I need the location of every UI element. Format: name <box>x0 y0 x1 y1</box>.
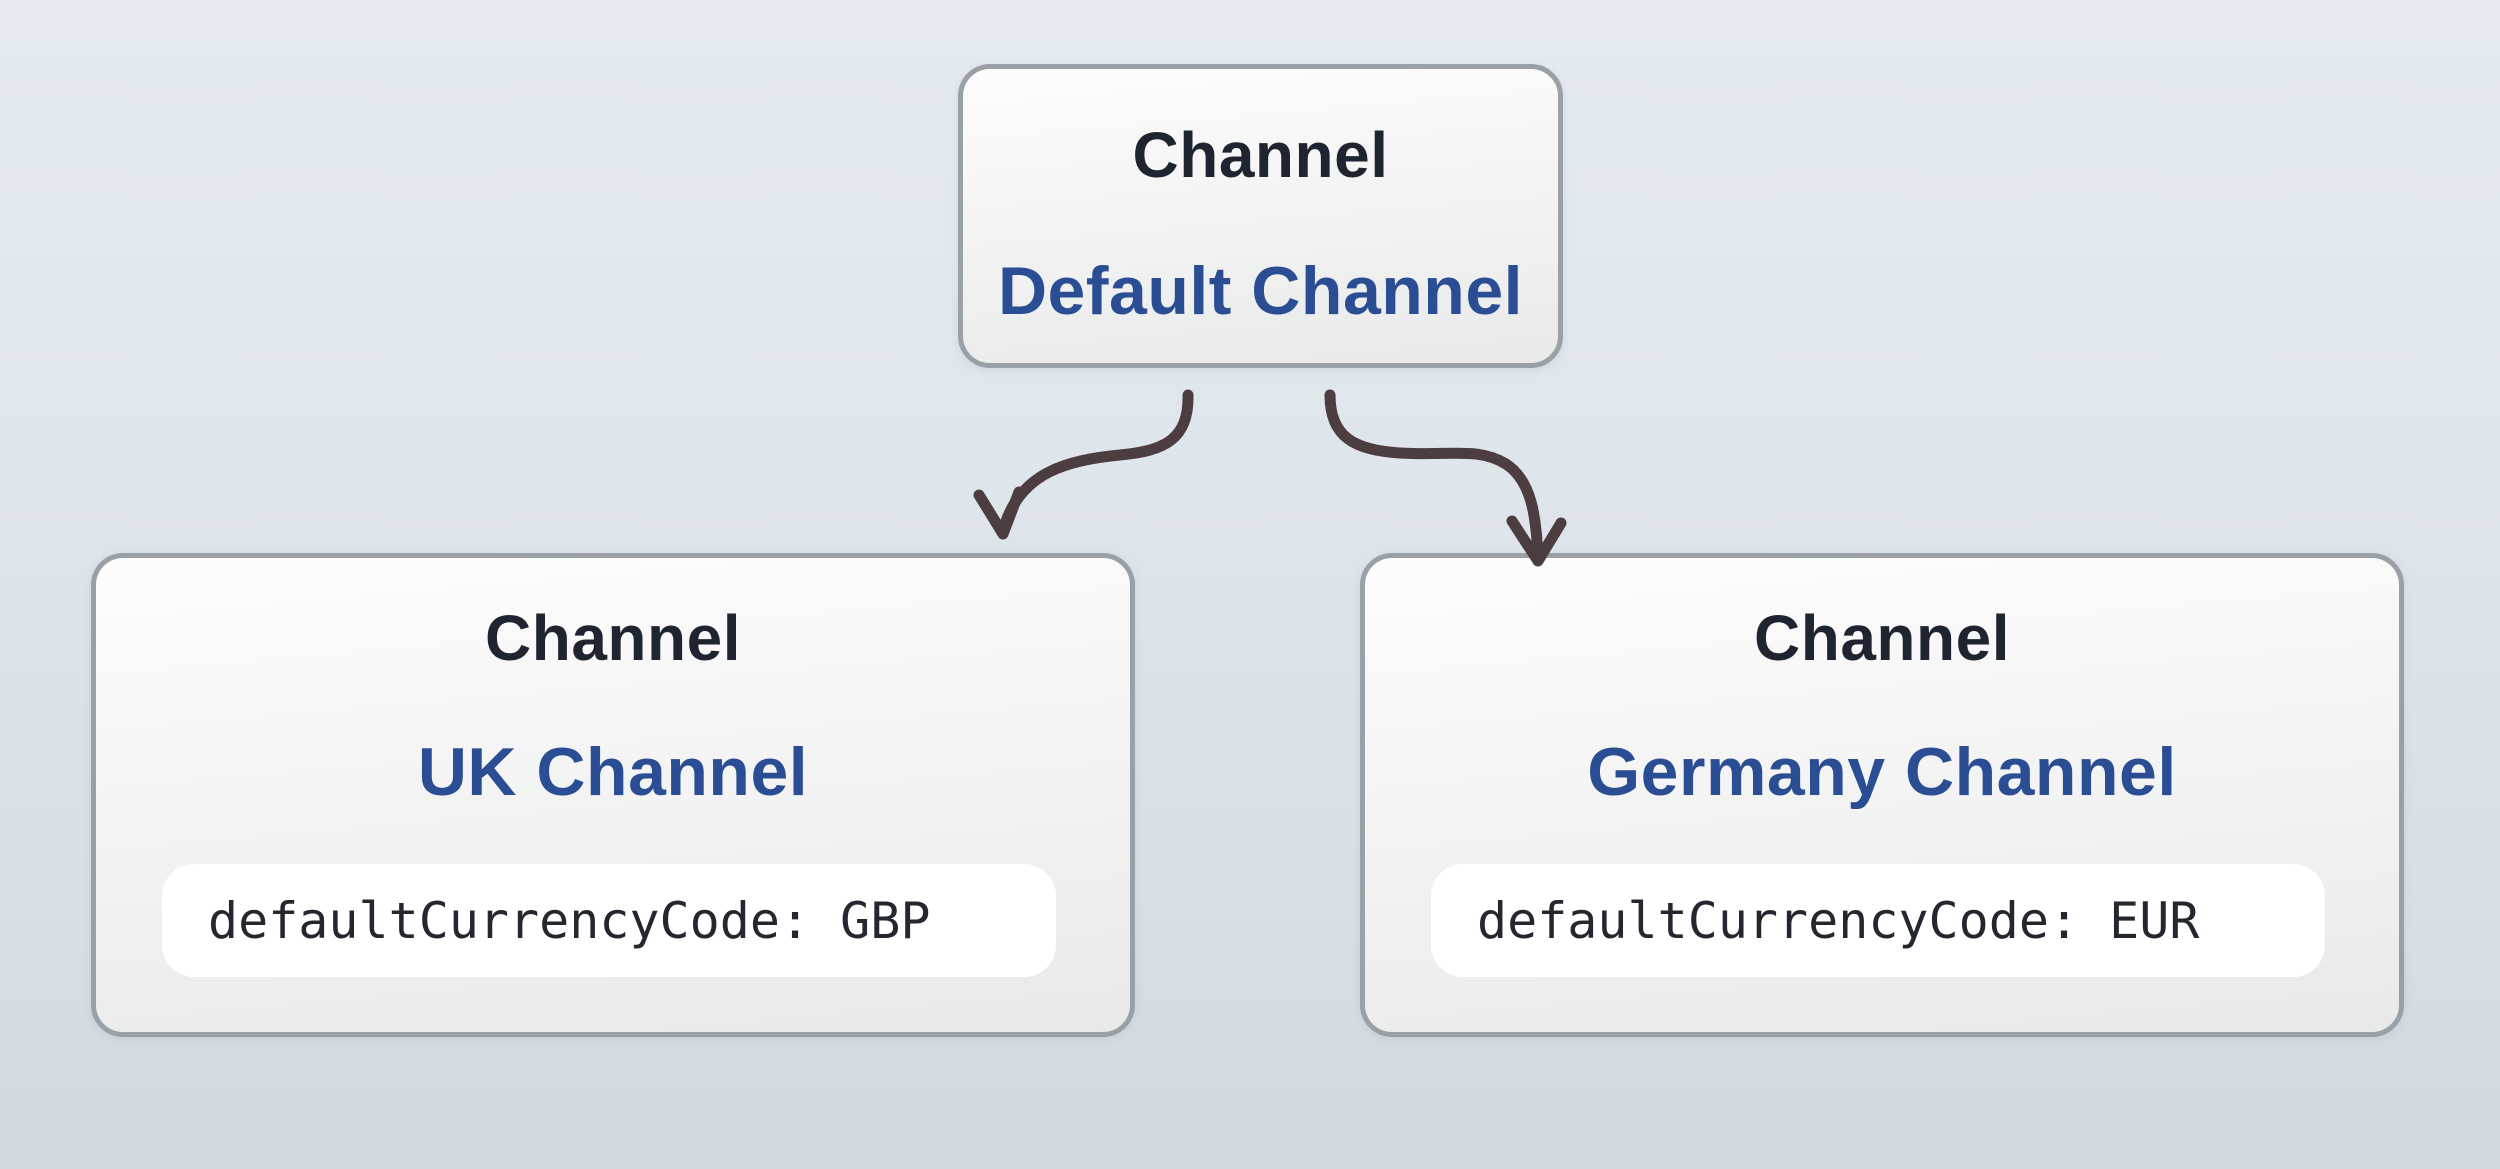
arrow-curve <box>999 389 1194 530</box>
node-type-label: Channel <box>1754 602 2010 674</box>
node-default-channel: Channel Default Channel <box>958 64 1563 368</box>
property-pill: defaultCurrencyCode: GBP <box>162 864 1056 977</box>
property-text: defaultCurrencyCode: GBP <box>208 891 931 950</box>
node-name-label: Default Channel <box>997 253 1524 329</box>
arrow-to-uk-channel <box>973 389 1194 540</box>
node-type-label: Channel <box>485 602 741 674</box>
node-name-label: Germany Channel <box>1587 734 2177 810</box>
property-pill: defaultCurrencyCode: EUR <box>1431 864 2325 977</box>
property-text: defaultCurrencyCode: EUR <box>1477 891 2200 950</box>
arrowhead-icon <box>973 486 1025 540</box>
arrow-curve <box>1324 389 1544 562</box>
node-uk-channel: Channel UK Channel defaultCurrencyCode: … <box>91 553 1135 1037</box>
arrow-to-germany-channel <box>1324 389 1567 567</box>
node-type-label: Channel <box>1132 119 1389 191</box>
node-name-label: UK Channel <box>417 734 809 810</box>
node-germany-channel: Channel Germany Channel defaultCurrencyC… <box>1360 553 2404 1037</box>
